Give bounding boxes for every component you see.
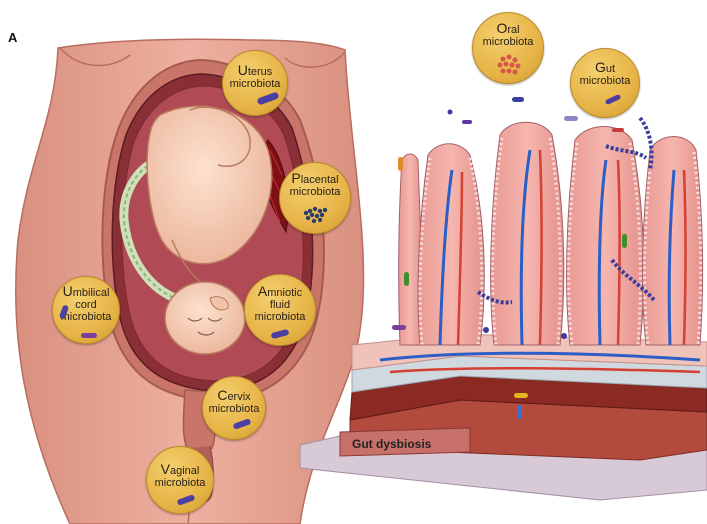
bacteria-cluster-icon xyxy=(473,13,543,83)
gut-dysbiosis-label: Gut dysbiosis xyxy=(352,437,431,451)
bacterium-rod xyxy=(404,272,409,286)
panel-letter: A xyxy=(8,30,17,45)
bacterium-rod xyxy=(517,405,522,419)
bacterium-coccus xyxy=(448,110,453,115)
bubble-initial: V xyxy=(161,461,170,477)
bacterium-rod xyxy=(564,116,578,121)
bacteria-cluster-icon xyxy=(280,163,350,233)
oral-microbiota-bubble: Oral microbiota xyxy=(472,12,544,84)
bacterium-icon xyxy=(256,91,279,105)
bubble-label: microbiota xyxy=(209,403,260,415)
cervix-microbiota-bubble: Cervix microbiota xyxy=(202,376,266,440)
vaginal-microbiota-bubble: Vaginal microbiota xyxy=(146,446,214,514)
bubble-label: microbiota xyxy=(61,311,112,323)
bubble-label: mniotic xyxy=(267,287,302,299)
bacterium-rod xyxy=(512,97,524,102)
bacterium-rod xyxy=(612,128,624,132)
bubble-label: aginal xyxy=(170,465,199,477)
bubble-label: microbiota xyxy=(230,78,281,90)
bubble-label: microbiota xyxy=(580,75,631,87)
bubble-initial: A xyxy=(258,283,267,299)
gut-microbiota-bubble: Gut microbiota xyxy=(570,48,640,118)
uterus-microbiota-bubble: Uterus microbiota xyxy=(222,50,288,116)
bacterium-coccus xyxy=(561,333,567,339)
bubble-initial: G xyxy=(595,59,606,75)
bubble-label: fluid xyxy=(270,299,290,311)
umbilical-cord-microbiota-bubble: Umbilical cord microbiota xyxy=(52,276,120,344)
bubble-initial: U xyxy=(238,62,248,78)
bacterium-icon xyxy=(605,94,622,105)
bubble-initial: U xyxy=(63,283,73,299)
bacterium-rod xyxy=(462,120,472,124)
bubble-initial: C xyxy=(217,387,227,403)
bubble-label: terus xyxy=(248,66,272,78)
intestinal-villi xyxy=(380,122,703,372)
bacterium-icon xyxy=(177,494,196,506)
placental-microbiota-bubble: Placental microbiota xyxy=(279,162,351,234)
bacterium-rod xyxy=(392,325,406,330)
bacterium-rod xyxy=(514,393,528,398)
fetus-head xyxy=(165,282,245,354)
villus xyxy=(491,122,564,345)
bacterium-rod xyxy=(622,234,627,248)
amniotic-fluid-microbiota-bubble: Amniotic fluid microbiota xyxy=(244,274,316,346)
bubble-label: mbilical xyxy=(73,287,110,299)
bubble-label: microbiota xyxy=(255,311,306,323)
bacterium-icon xyxy=(81,333,97,338)
bubble-label: microbiota xyxy=(155,477,206,489)
bubble-label: ervix xyxy=(227,391,250,403)
bubble-label: cord xyxy=(75,299,96,311)
gut-tissue-block xyxy=(300,334,707,500)
bacterium-icon xyxy=(233,418,252,430)
bacterium-rod xyxy=(398,157,403,171)
bacterium-icon xyxy=(271,329,290,339)
bubble-label: ut xyxy=(606,63,615,75)
bacterium-coccus xyxy=(483,327,489,333)
